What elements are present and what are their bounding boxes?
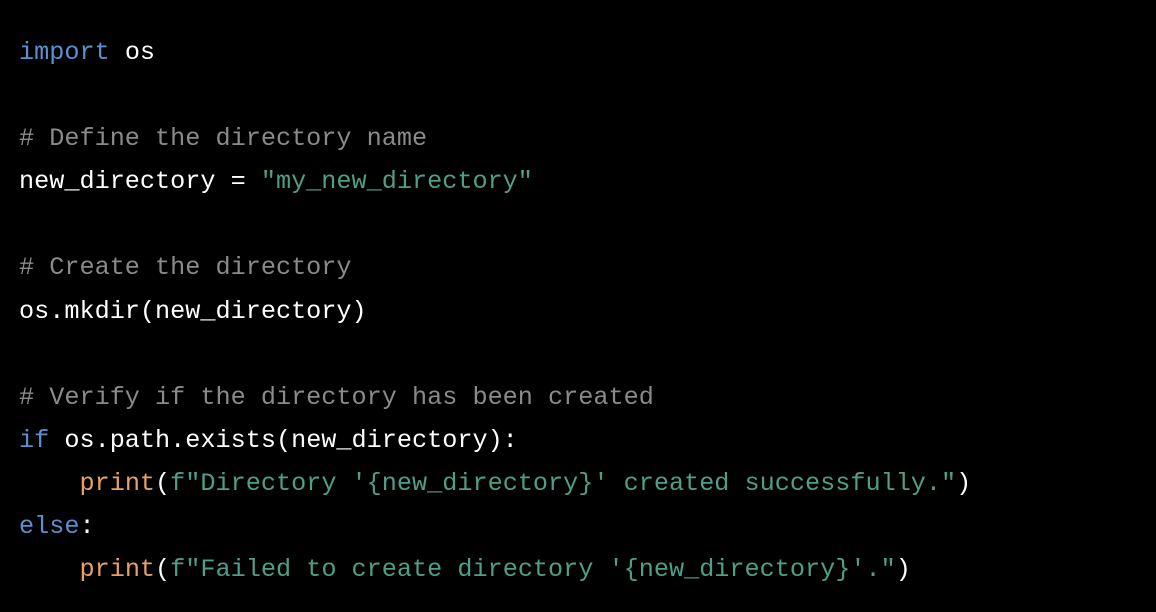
code-line: new_directory = "my_new_directory" bbox=[19, 160, 971, 203]
builtin-token: print bbox=[79, 555, 156, 585]
builtin-token: print bbox=[79, 468, 156, 498]
plain-token bbox=[19, 555, 79, 584]
keyword-token: import bbox=[19, 38, 110, 67]
code-block: import os​# Define the directory namenew… bbox=[19, 31, 971, 591]
string-token: "my_new_directory" bbox=[260, 167, 533, 197]
plain-token: os.path.exists(new_directory): bbox=[49, 425, 518, 455]
code-line: ​ bbox=[19, 74, 971, 117]
plain-token: ( bbox=[155, 555, 171, 585]
code-line: os.mkdir(new_directory) bbox=[19, 290, 971, 333]
string-token: f"Directory '{new_directory}' created su… bbox=[170, 468, 957, 498]
plain-token: ( bbox=[155, 468, 171, 498]
code-line: # Verify if the directory has been creat… bbox=[19, 376, 971, 419]
plain-token bbox=[19, 469, 79, 498]
plain-token: ) bbox=[895, 555, 911, 585]
keyword-token: else bbox=[19, 512, 80, 542]
comment-token: # Create the directory bbox=[19, 253, 352, 283]
plain-token: : bbox=[79, 512, 95, 542]
code-line: if os.path.exists(new_directory): bbox=[19, 419, 971, 462]
code-line: print(f"Failed to create directory '{new… bbox=[19, 548, 971, 591]
plain-token: os bbox=[109, 38, 156, 67]
code-line: print(f"Directory '{new_directory}' crea… bbox=[19, 462, 971, 505]
comment-token: # Verify if the directory has been creat… bbox=[19, 382, 654, 412]
code-line: else: bbox=[19, 505, 971, 548]
plain-token: os.mkdir(new_directory) bbox=[19, 296, 367, 326]
code-line: ​ bbox=[19, 203, 971, 246]
plain-token: ) bbox=[956, 468, 972, 498]
code-line: ​ bbox=[19, 333, 971, 376]
string-token: f"Failed to create directory '{new_direc… bbox=[170, 555, 896, 585]
code-line: # Create the directory bbox=[19, 246, 971, 289]
comment-token: # Define the directory name bbox=[19, 124, 428, 154]
plain-token: new_directory = bbox=[19, 167, 261, 197]
code-line: # Define the directory name bbox=[19, 117, 971, 160]
keyword-token: if bbox=[19, 425, 50, 455]
code-line: import os bbox=[19, 31, 971, 74]
